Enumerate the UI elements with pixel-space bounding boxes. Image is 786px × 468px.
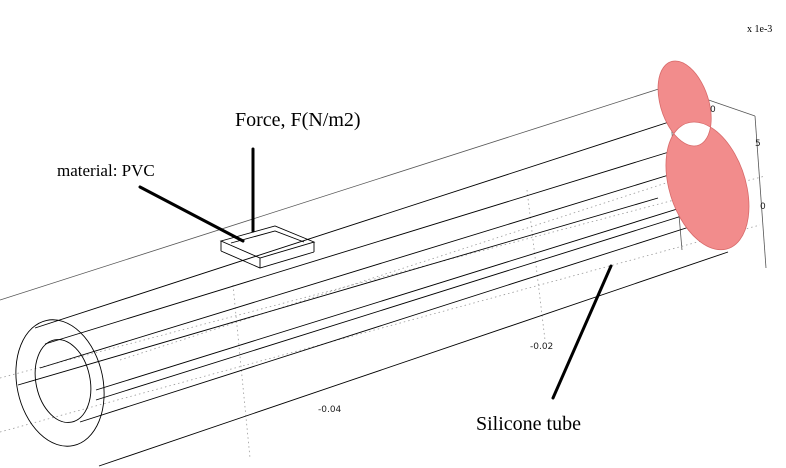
tube-inner-bottom-edge bbox=[79, 220, 709, 423]
tube-front-outer-end bbox=[15, 319, 105, 447]
scale-factor-label: x 1e-3 bbox=[747, 24, 772, 35]
x-tick-near: -0.02 bbox=[530, 342, 553, 352]
highlighted-tube-end-ring bbox=[657, 60, 750, 251]
force-annotation: Force, F(N/m2) bbox=[235, 109, 361, 131]
bounding-box bbox=[0, 85, 767, 301]
silicone-tube bbox=[15, 121, 729, 467]
tube-inner-line-3 bbox=[95, 203, 721, 401]
material-annotation: material: PVC bbox=[57, 161, 155, 180]
tube-outer-bottom-edge bbox=[98, 251, 729, 467]
z-tick-low: 0 bbox=[760, 202, 766, 212]
tube-inner-top-edge bbox=[44, 147, 683, 345]
x-tick-far: -0.04 bbox=[318, 405, 342, 415]
annotation-lines bbox=[138, 147, 613, 400]
z-tick-mid: 5 bbox=[755, 139, 761, 149]
tube-outer-front-edge bbox=[17, 197, 659, 386]
silicone-annotation: Silicone tube bbox=[476, 413, 581, 435]
tube-inner-line-2 bbox=[95, 195, 720, 391]
material-arrow bbox=[138, 185, 245, 243]
silicone-arrow bbox=[551, 264, 613, 400]
z-tick-top: 0 bbox=[710, 105, 716, 115]
tube-inner-line-1 bbox=[39, 173, 673, 369]
tube-front-inner-end bbox=[34, 339, 92, 423]
tube-outer-top-edge bbox=[34, 121, 670, 329]
grid-lines bbox=[0, 171, 766, 459]
pvc-pad bbox=[219, 225, 316, 269]
